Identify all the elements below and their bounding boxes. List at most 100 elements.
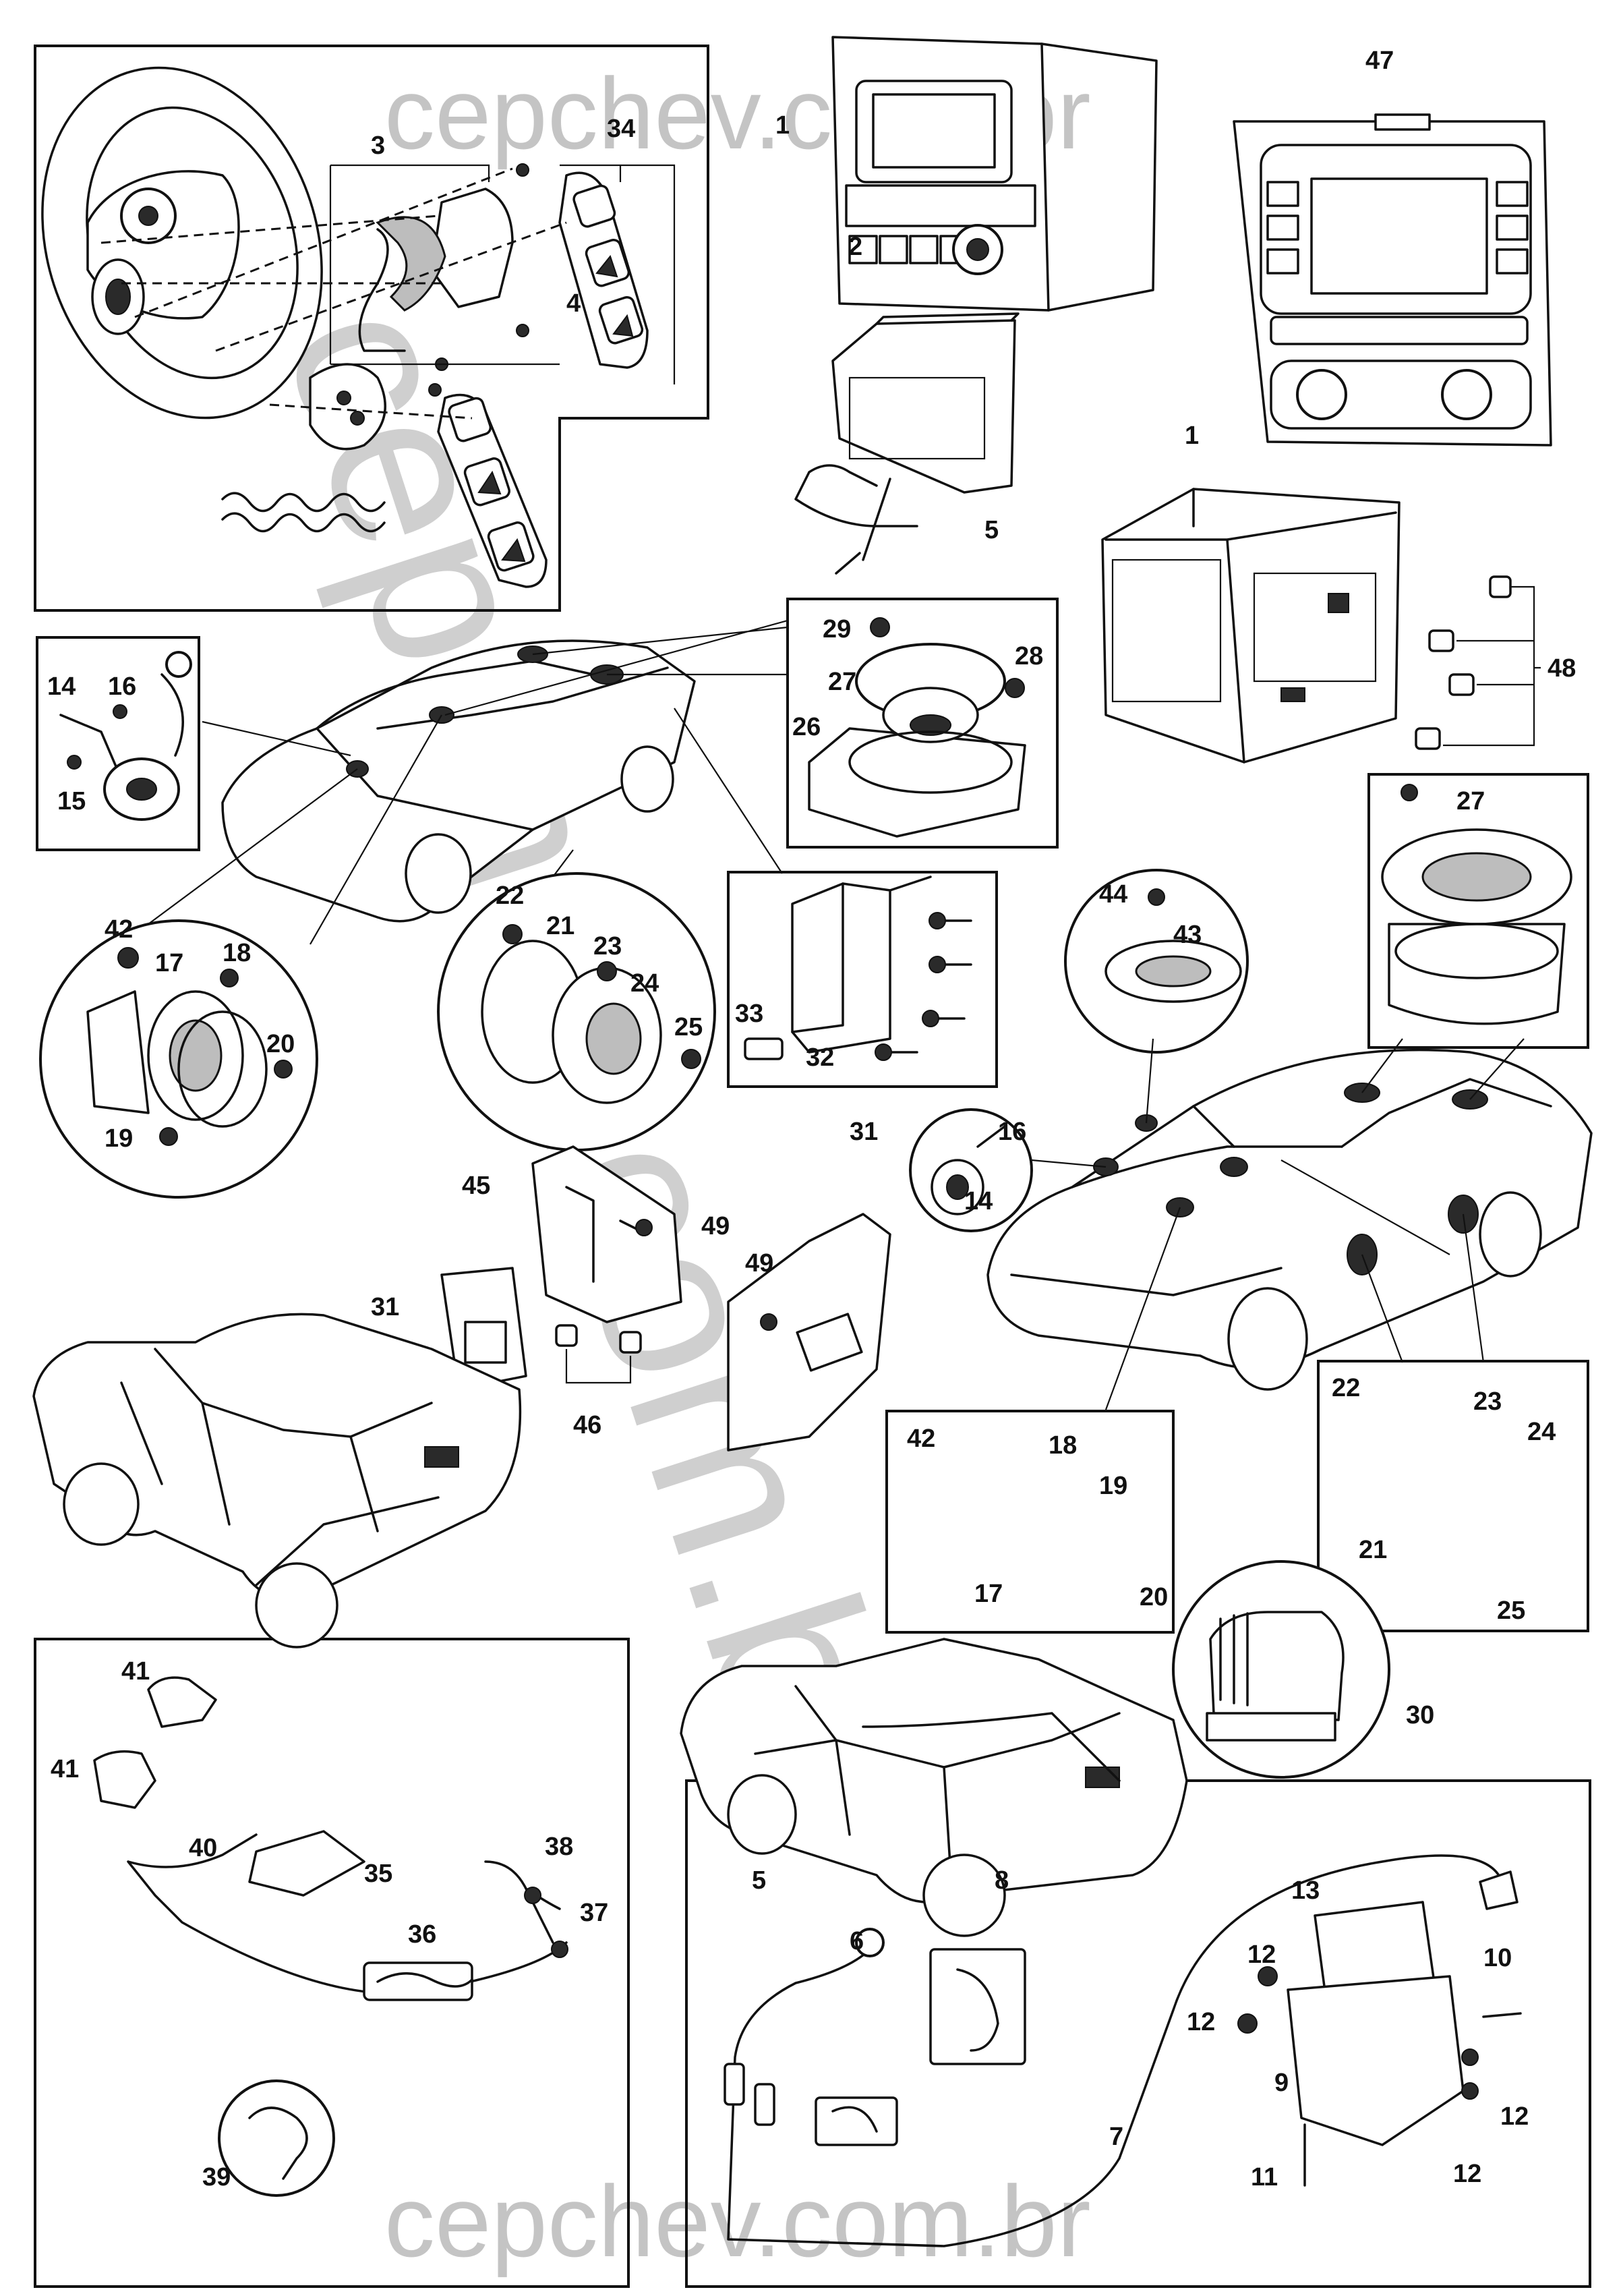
watermark-bottom: cepchev.com.br: [384, 2164, 1091, 2278]
callout-47: 47: [1365, 47, 1394, 75]
callout-3: 3: [371, 132, 385, 160]
callout-10: 10: [1483, 1944, 1512, 1972]
chassis-clips: [1415, 575, 1541, 750]
steering-switch-small: [309, 363, 386, 451]
panel-harness-left: [34, 1638, 630, 2288]
callout-21a: 21: [546, 912, 574, 940]
callout-24a: 24: [630, 969, 659, 998]
callout-46: 46: [573, 1411, 601, 1439]
sedan-top: [221, 639, 696, 923]
panel-speaker-right-top: [1367, 773, 1589, 1049]
radio-display-panel: [1233, 113, 1552, 447]
tweeter-left: [59, 651, 192, 821]
radio-bracket: [531, 1145, 891, 1452]
callout-31b: 31: [371, 1293, 399, 1321]
sedan-right-leaders: [1031, 1038, 1525, 1410]
steering-button-set-lower: [437, 393, 548, 588]
detail-front-speaker-center: [437, 872, 716, 1151]
callout-12a: 12: [1247, 1941, 1276, 1969]
callout-1a: 1: [775, 111, 790, 140]
callout-12c: 12: [1500, 2102, 1529, 2131]
sedan-top-leaders: [148, 619, 788, 945]
callout-42a: 42: [105, 915, 133, 944]
callout-13: 13: [1291, 1876, 1320, 1905]
callout-34: 34: [607, 115, 635, 143]
callout-15: 15: [57, 787, 86, 815]
callout-25b: 25: [1497, 1597, 1525, 1625]
detail-front-speaker-left: [39, 919, 318, 1199]
callout-17a: 17: [155, 949, 183, 977]
radio-chassis-center: [794, 312, 1020, 575]
callout-5a: 5: [984, 516, 999, 544]
antenna-module-13: [1237, 1901, 1522, 2187]
callout-4: 4: [566, 289, 581, 318]
callout-48: 48: [1548, 654, 1576, 683]
callout-14a: 14: [47, 672, 76, 701]
amplifier: [744, 876, 972, 1061]
callout-24b: 24: [1527, 1418, 1556, 1446]
callout-31a: 31: [850, 1118, 878, 1146]
callout-20a: 20: [266, 1030, 295, 1058]
callout-21b: 21: [1359, 1536, 1387, 1564]
callout-23a: 23: [593, 932, 622, 960]
speaker-right-top: [1381, 784, 1572, 1025]
callout-30: 30: [1406, 1701, 1434, 1729]
sedan-left: [32, 1313, 522, 1648]
callout-5b: 5: [752, 1866, 766, 1895]
antenna-assembly: [724, 1854, 1519, 2247]
harness-left: [93, 1676, 568, 2197]
callout-7: 7: [1109, 2123, 1123, 2151]
callout-41b: 41: [51, 1755, 79, 1783]
callout-27a: 27: [828, 668, 856, 696]
coil-spring: [221, 492, 386, 533]
callout-19b: 19: [1099, 1472, 1127, 1500]
detail-antenna-base: [1172, 1560, 1390, 1779]
callout-36: 36: [408, 1920, 436, 1949]
callout-41a: 41: [121, 1657, 150, 1686]
callout-26: 26: [792, 713, 821, 741]
callout-43: 43: [1173, 921, 1202, 949]
callout-19a: 19: [105, 1124, 133, 1153]
callout-40: 40: [189, 1834, 217, 1862]
callout-25a: 25: [674, 1013, 703, 1041]
callout-35: 35: [364, 1860, 392, 1888]
panel-tweeter-left: [36, 636, 200, 851]
steering-wheel: [41, 66, 323, 420]
panel-speaker-front-lower: [885, 1410, 1175, 1634]
callout-8: 8: [995, 1866, 1009, 1895]
panel-amplifier: [727, 871, 998, 1088]
sedan-right: [986, 1048, 1593, 1391]
callout-32: 32: [806, 1043, 834, 1072]
callout-27b: 27: [1456, 787, 1485, 815]
callout-labels: 1 2 3 34 4 47 5 1 48 14 16 15 29 28 27 2…: [47, 47, 1576, 2191]
callout-23b: 23: [1473, 1387, 1502, 1416]
callout-37: 37: [580, 1899, 608, 1927]
callout-9: 9: [1274, 2069, 1289, 2097]
callout-49b: 49: [745, 1249, 773, 1278]
steering-leader-lines: [100, 164, 676, 420]
callout-29: 29: [823, 615, 851, 643]
radio-chassis-right: [1101, 488, 1401, 764]
callout-45: 45: [462, 1172, 490, 1200]
panel-steering-wheel: [34, 45, 709, 612]
callout-2: 2: [848, 233, 862, 261]
sedan-bottom: [680, 1638, 1188, 1937]
callout-16a: 16: [108, 672, 136, 701]
panel-speaker-top: [786, 598, 1059, 849]
callout-16b: 16: [998, 1118, 1026, 1146]
panel-speaker-rear-lower: [1317, 1360, 1589, 1632]
speaker-top-assembly: [808, 617, 1026, 838]
callout-42b: 42: [907, 1425, 935, 1453]
detail-door-tweeter: [909, 1108, 1033, 1232]
radio-module-31: [440, 1267, 527, 1391]
callout-33: 33: [735, 1000, 763, 1028]
detail-dash-tweeter: [1064, 869, 1249, 1054]
callout-28: 28: [1015, 642, 1043, 670]
steering-control-switch: [358, 188, 514, 352]
callout-12b: 12: [1187, 2008, 1215, 2036]
radio-head-unit-face: [831, 36, 1158, 312]
callout-12d: 12: [1453, 2160, 1481, 2188]
callout-38: 38: [545, 1833, 573, 1861]
